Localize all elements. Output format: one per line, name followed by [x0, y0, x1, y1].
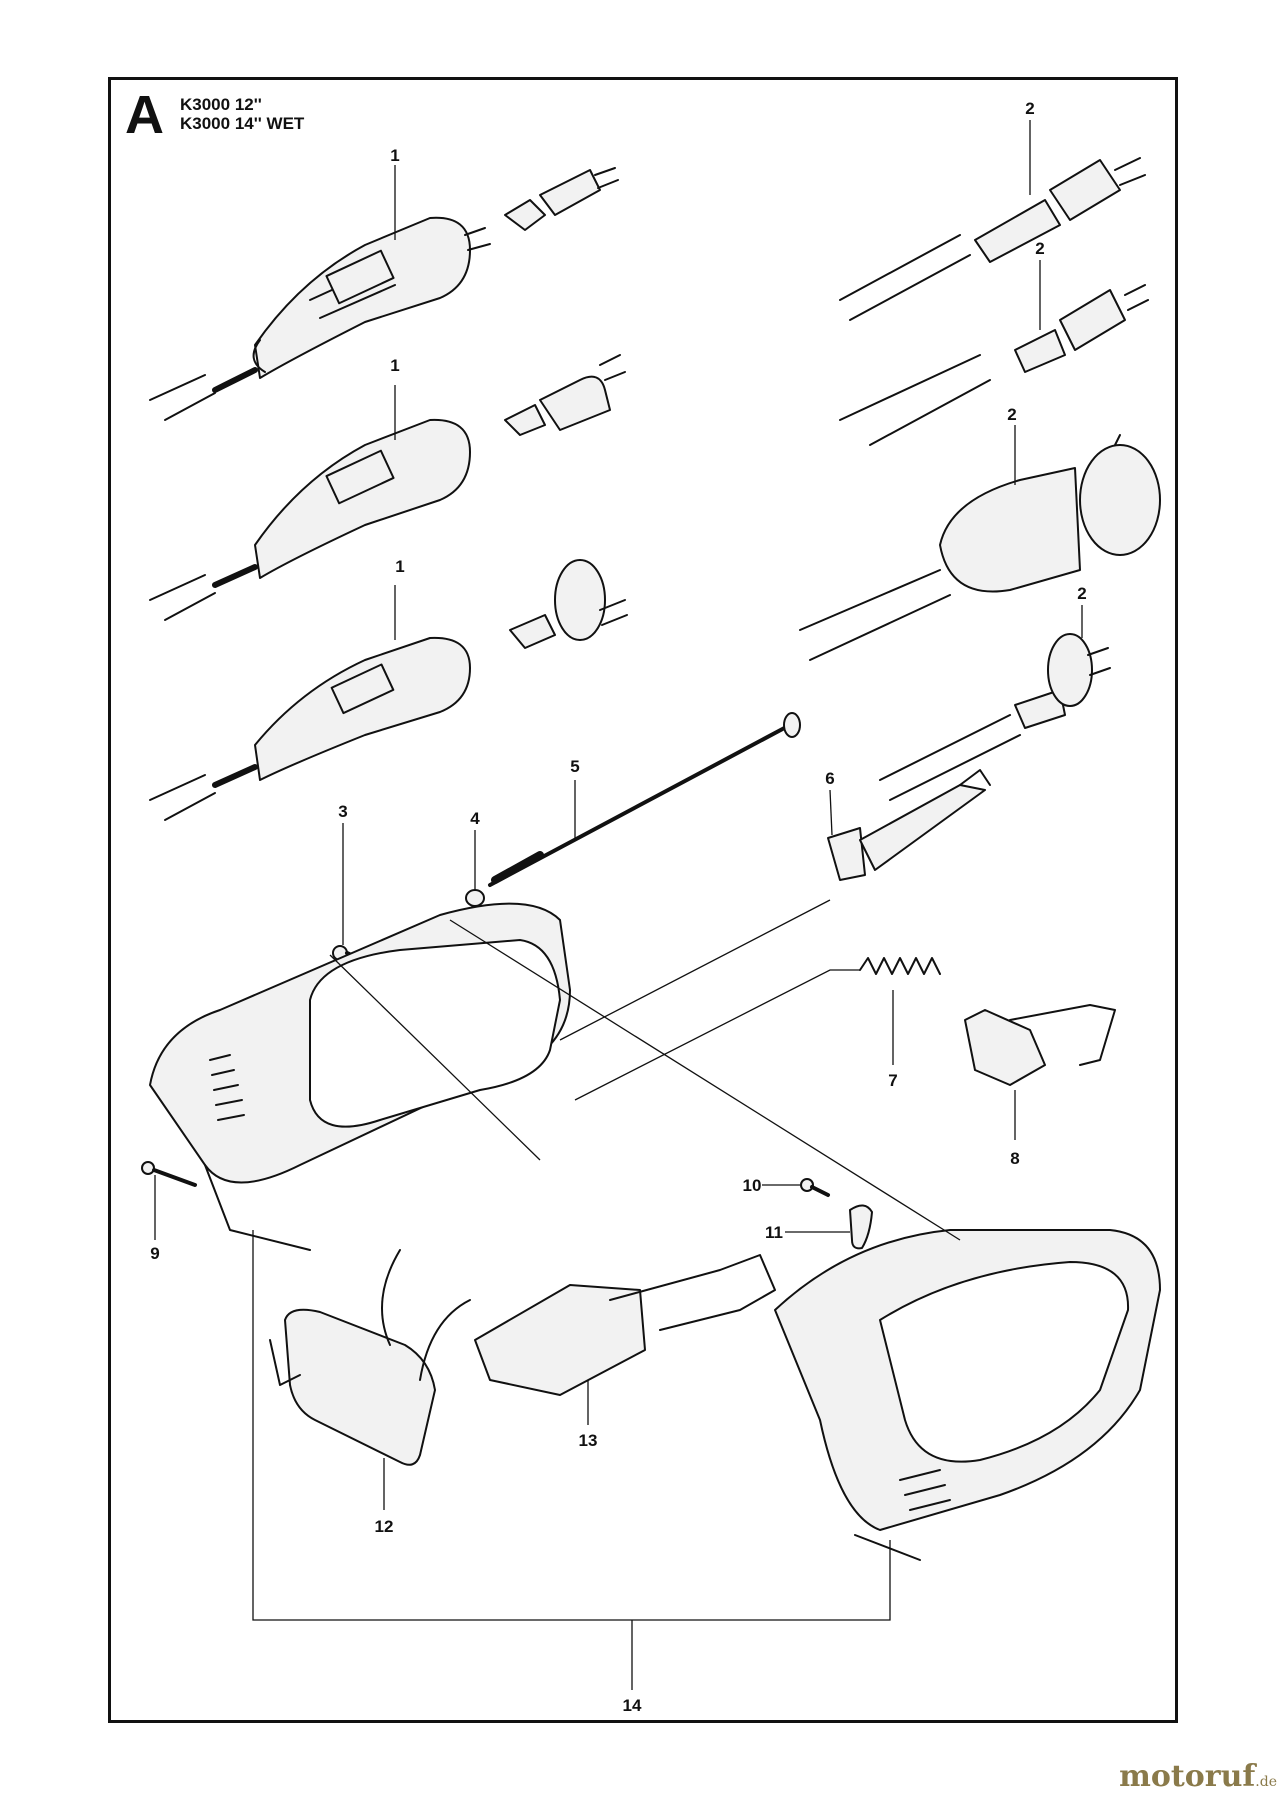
switch-part-13: [474, 1254, 776, 1396]
callout-2c: 2: [1007, 405, 1017, 424]
cable-plug-part-2c: [799, 434, 1161, 661]
callout-6: 6: [825, 769, 835, 788]
callout-13: 13: [578, 1431, 598, 1450]
screw-part-9: [141, 1161, 197, 1187]
callout-1a: 1: [390, 146, 400, 165]
assembly-line-housing: [449, 919, 961, 1241]
callout-1b: 1: [390, 356, 400, 375]
callout-10: 10: [742, 1176, 762, 1195]
rod-part-5: [488, 712, 801, 887]
cable-guide-part-6: [827, 769, 991, 881]
cable-plug-part-2b: [839, 284, 1149, 446]
assembly-line-spring: [574, 969, 860, 1101]
rcd-plug-part-1b: [149, 354, 626, 621]
rcd-plug-part-1c: [149, 559, 628, 821]
assembly-line-guide: [559, 899, 831, 1041]
spring-part-7: [859, 957, 941, 975]
handle-housing-upper-part-14: [149, 902, 571, 1251]
washer-part-4: [465, 889, 485, 907]
callout-14: 14: [622, 1696, 642, 1715]
model-label-1: K3000 12'': [180, 95, 262, 114]
watermark-brand: motoruf: [1119, 1759, 1256, 1794]
cable-plug-part-2a: [839, 157, 1146, 321]
cover-plate-part-12: [269, 1249, 471, 1466]
callout-12: 12: [374, 1517, 394, 1536]
rcd-plug-part-1a: [149, 167, 619, 421]
callout-2d: 2: [1077, 584, 1087, 603]
callout-8: 8: [1010, 1149, 1020, 1168]
diagram-frame: [108, 77, 1178, 1723]
cable-plug-part-2d: [879, 633, 1111, 801]
watermark: motoruf.de: [1119, 1759, 1277, 1794]
model-label-2: K3000 14'' WET: [180, 114, 305, 133]
callout-3: 3: [338, 802, 348, 821]
callout-2b: 2: [1035, 239, 1045, 258]
callout-7: 7: [888, 1071, 898, 1090]
assembly-line-lower: [329, 954, 541, 1161]
callout-11: 11: [765, 1223, 783, 1242]
trigger-lock-part-8: [964, 1004, 1116, 1086]
callout-5: 5: [570, 757, 580, 776]
leader-line-6: [829, 789, 833, 836]
callout-2a: 2: [1025, 99, 1035, 118]
callout-9: 9: [150, 1244, 160, 1263]
section-letter: A: [125, 85, 164, 145]
screw-part-10: [800, 1178, 830, 1197]
clamp-part-11: [849, 1204, 873, 1250]
assembly-bracket-14: [252, 1230, 891, 1690]
callout-1c: 1: [395, 557, 405, 576]
handle-housing-lower-part-14: [774, 1229, 1161, 1561]
watermark-tld: .de: [1255, 1774, 1277, 1790]
callout-4: 4: [470, 809, 480, 828]
